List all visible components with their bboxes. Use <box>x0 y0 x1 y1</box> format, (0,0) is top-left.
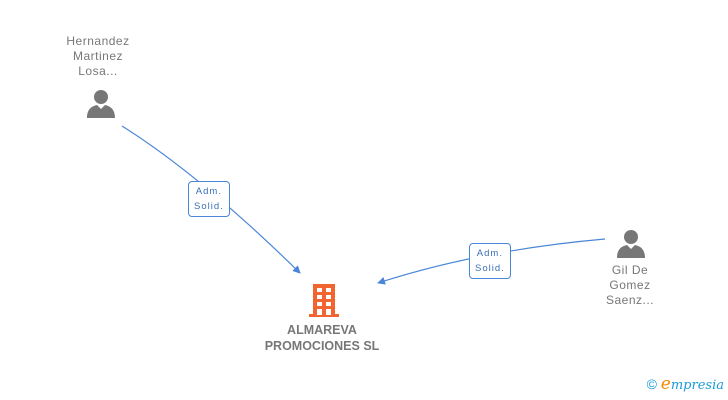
company-name-line: ALMAREVA <box>287 323 357 337</box>
person-name-line: Gil De <box>611 263 649 277</box>
person-name-gil[interactable]: Gil De Gomez Saenz... <box>575 263 685 308</box>
person-name-line: Hernandez <box>66 34 130 48</box>
edge-label-2: Adm. Solid. <box>469 243 511 279</box>
edge-label-1: Adm. Solid. <box>188 181 230 217</box>
edge-label-line: Adm. <box>476 248 503 259</box>
brand-initial: e <box>660 374 671 394</box>
person-icon[interactable] <box>85 88 117 120</box>
company-name[interactable]: ALMAREVA PROMOCIONES SL <box>222 322 422 354</box>
brand-name: mpresia <box>670 378 724 393</box>
person-name-hernandez[interactable]: Hernandez Martinez Losa... <box>43 34 153 79</box>
building-icon[interactable] <box>309 284 339 318</box>
company-name-line: PROMOCIONES SL <box>264 339 380 353</box>
copyright-icon: © <box>646 376 657 392</box>
person-name-line: Gomez <box>609 278 651 292</box>
person-icon[interactable] <box>615 228 647 260</box>
person-name-line: Martinez <box>72 49 123 63</box>
person-name-line: Saenz... <box>605 293 655 307</box>
empresia-logo: © empresia <box>647 374 724 394</box>
edge-label-line: Solid. <box>194 201 224 212</box>
person-name-line: Losa... <box>78 64 118 78</box>
edge-label-line: Adm. <box>195 186 222 197</box>
edge-label-line: Solid. <box>475 263 505 274</box>
